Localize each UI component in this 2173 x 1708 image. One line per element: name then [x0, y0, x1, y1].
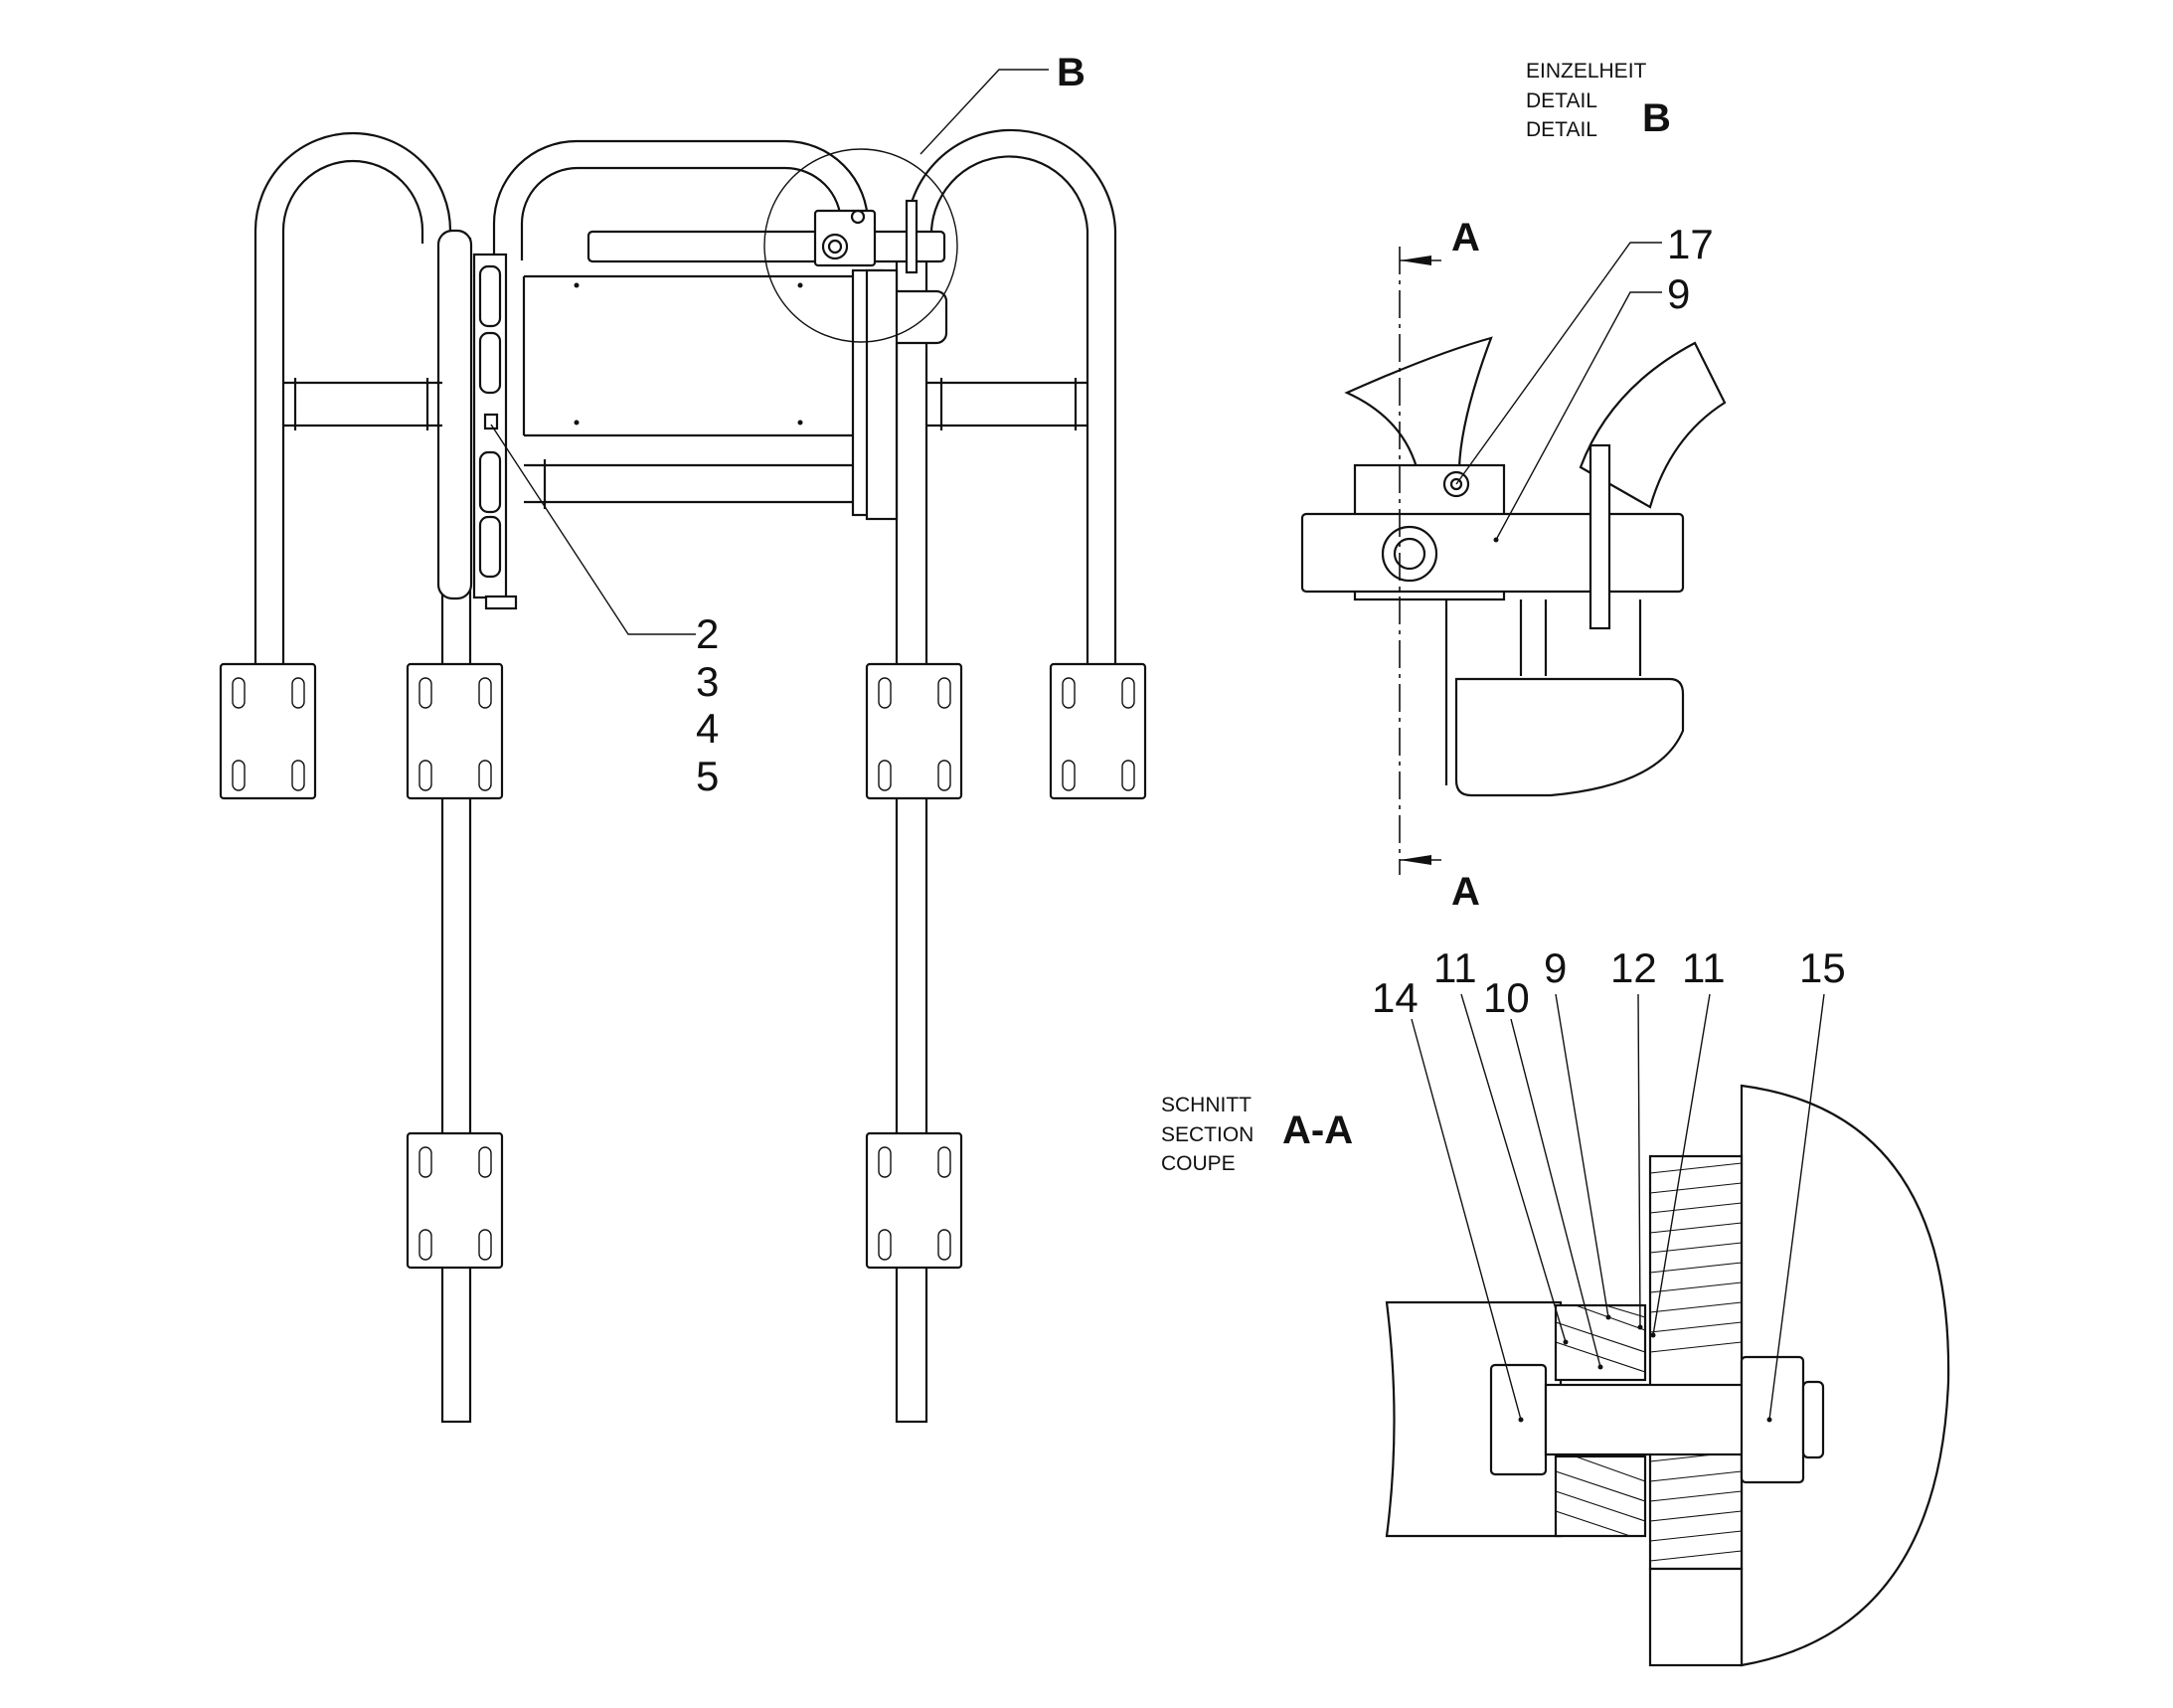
mounting-bracket	[219, 662, 317, 800]
detail-b-title-en: DETAIL	[1526, 89, 1597, 112]
detail-b-view	[1300, 242, 1727, 875]
callout-17: 17	[1667, 221, 1714, 267]
callout-15: 15	[1799, 944, 1846, 991]
callout-9-detail: 9	[1667, 270, 1690, 317]
detail-b-marker: B	[1057, 51, 1086, 94]
section-title-fr: COUPE	[1161, 1152, 1236, 1175]
callout-3: 3	[696, 658, 719, 705]
callout-12: 12	[1610, 944, 1657, 991]
detail-b-circle	[763, 148, 958, 343]
callout-4: 4	[696, 705, 719, 752]
detail-b-title-fr: DETAIL	[1526, 118, 1597, 141]
section-mark-top: A	[1451, 216, 1480, 259]
detail-b-label: B	[1642, 96, 1671, 140]
callout-2: 2	[696, 610, 719, 657]
section-title-en: SECTION	[1161, 1123, 1254, 1146]
detail-b-title-de: EINZELHEIT	[1526, 60, 1647, 83]
section-title-de: SCHNITT	[1161, 1094, 1252, 1116]
main-assembly-view	[219, 69, 1147, 1424]
callout-5: 5	[696, 753, 719, 799]
section-mark-bottom: A	[1451, 870, 1480, 914]
callout-11-right: 11	[1682, 944, 1726, 991]
callout-11-left: 11	[1433, 944, 1477, 991]
mounting-bracket	[865, 1131, 963, 1270]
callout-10: 10	[1483, 974, 1530, 1021]
section-aa-view	[1385, 993, 1950, 1667]
mounting-bracket	[406, 662, 504, 800]
section-label: A-A	[1282, 1109, 1353, 1152]
mounting-bracket	[406, 1131, 504, 1270]
mounting-bracket	[1049, 662, 1147, 800]
callout-14: 14	[1372, 974, 1419, 1021]
mounting-bracket	[865, 662, 963, 800]
callout-9-section: 9	[1544, 944, 1567, 991]
